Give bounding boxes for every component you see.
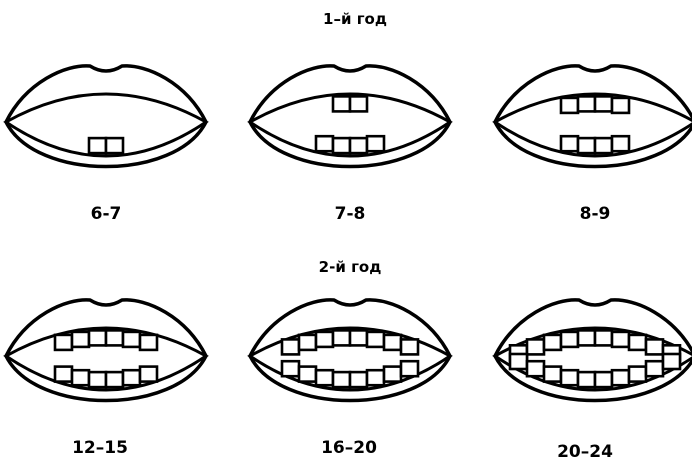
upper-tooth [646, 339, 663, 354]
lower-tooth [510, 354, 527, 369]
lower-tooth [401, 361, 418, 376]
lower-tooth [350, 372, 367, 387]
upper-tooth [299, 335, 316, 350]
stage-label-8-9: 8-9 [580, 204, 611, 224]
lower-tooth [561, 370, 578, 385]
upper-tooth [106, 330, 123, 345]
mouth-6-7 [6, 66, 206, 167]
upper-tooth [578, 96, 595, 111]
upper-tooth [544, 335, 561, 350]
stage-label-20-24: 20–24 [557, 442, 613, 461]
stage-label-6-7: 6-7 [91, 204, 122, 224]
upper-tooth [123, 332, 140, 347]
lower-tooth [578, 372, 595, 387]
upper-tooth [333, 96, 350, 111]
upper-tooth [561, 98, 578, 113]
lower-tooth [89, 138, 106, 153]
upper-tooth [595, 96, 612, 111]
upper-tooth [367, 332, 384, 347]
upper-tooth [72, 332, 89, 347]
upper-tooth [316, 332, 333, 347]
upper-tooth [578, 330, 595, 345]
lower-tooth [350, 138, 367, 153]
upper-tooth [140, 335, 157, 350]
lower-tooth [544, 367, 561, 382]
upper-tooth [350, 96, 367, 111]
mouth-16–20 [250, 300, 450, 401]
lower-tooth [595, 138, 612, 153]
upper-tooth [595, 330, 612, 345]
stage-label-16-20: 16–20 [321, 438, 377, 458]
upper-tooth [561, 332, 578, 347]
lower-tooth [612, 136, 629, 151]
section-title-year-1: 1–й год [323, 10, 387, 28]
mouth-7-8 [250, 66, 450, 167]
upper-tooth [282, 339, 299, 354]
upper-tooth [333, 330, 350, 345]
upper-tooth [401, 339, 418, 354]
section-title-year-2: 2-й год [319, 258, 382, 276]
upper-tooth [89, 330, 106, 345]
mouth-8-9 [495, 66, 692, 167]
upper-tooth [350, 330, 367, 345]
upper-tooth [384, 335, 401, 350]
lower-tooth [663, 354, 680, 369]
lower-tooth [140, 367, 157, 382]
lower-tooth [316, 136, 333, 151]
upper-tooth [612, 332, 629, 347]
lower-tooth [106, 372, 123, 387]
lower-tooth [527, 361, 544, 376]
lower-tooth [612, 370, 629, 385]
lower-tooth [89, 372, 106, 387]
mouth-12–15 [6, 300, 206, 401]
lower-tooth [629, 367, 646, 382]
upper-tooth [612, 98, 629, 113]
lower-tooth [299, 367, 316, 382]
mouth-20–24 [495, 300, 692, 401]
mouths-group [6, 66, 692, 401]
lower-tooth [55, 367, 72, 382]
lower-tooth [282, 361, 299, 376]
lower-tooth [367, 136, 384, 151]
stage-label-7-8: 7-8 [335, 204, 366, 224]
lower-tooth [595, 372, 612, 387]
lower-tooth [561, 136, 578, 151]
lower-tooth [646, 361, 663, 376]
lower-tooth [578, 138, 595, 153]
stage-label-12-15: 12–15 [72, 438, 128, 458]
lower-tooth [316, 370, 333, 385]
upper-tooth [629, 335, 646, 350]
lower-tooth [367, 370, 384, 385]
lower-tooth [333, 138, 350, 153]
lower-tooth [106, 138, 123, 153]
upper-tooth [55, 335, 72, 350]
lower-tooth [384, 367, 401, 382]
lower-tooth [72, 370, 89, 385]
upper-tooth [527, 339, 544, 354]
lower-tooth [333, 372, 350, 387]
lower-tooth [123, 370, 140, 385]
